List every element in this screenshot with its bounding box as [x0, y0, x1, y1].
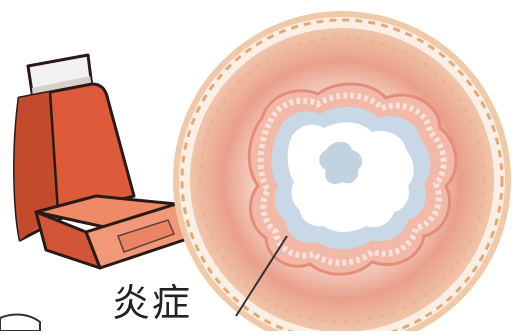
inhaler-icon: [15, 55, 190, 268]
inflammation-label: 炎症: [112, 284, 192, 322]
decorative-curve: [0, 315, 40, 331]
airway-cross-section-illustration: [176, 14, 508, 331]
